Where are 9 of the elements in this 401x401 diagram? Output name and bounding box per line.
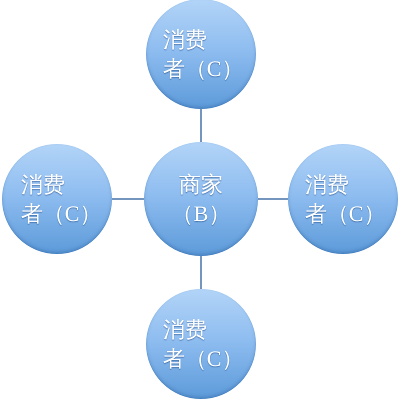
node-label: 消费者（C） (20, 171, 102, 228)
node-label: 商家（B） (170, 171, 232, 228)
node-label: 消费者（C） (304, 171, 386, 228)
node-label: 消费者（C） (162, 316, 244, 373)
connector-line (258, 198, 288, 200)
connector-line (200, 256, 202, 289)
connector-line (112, 198, 144, 200)
connector-line (200, 109, 202, 142)
node-label: 消费者（C） (162, 26, 244, 83)
